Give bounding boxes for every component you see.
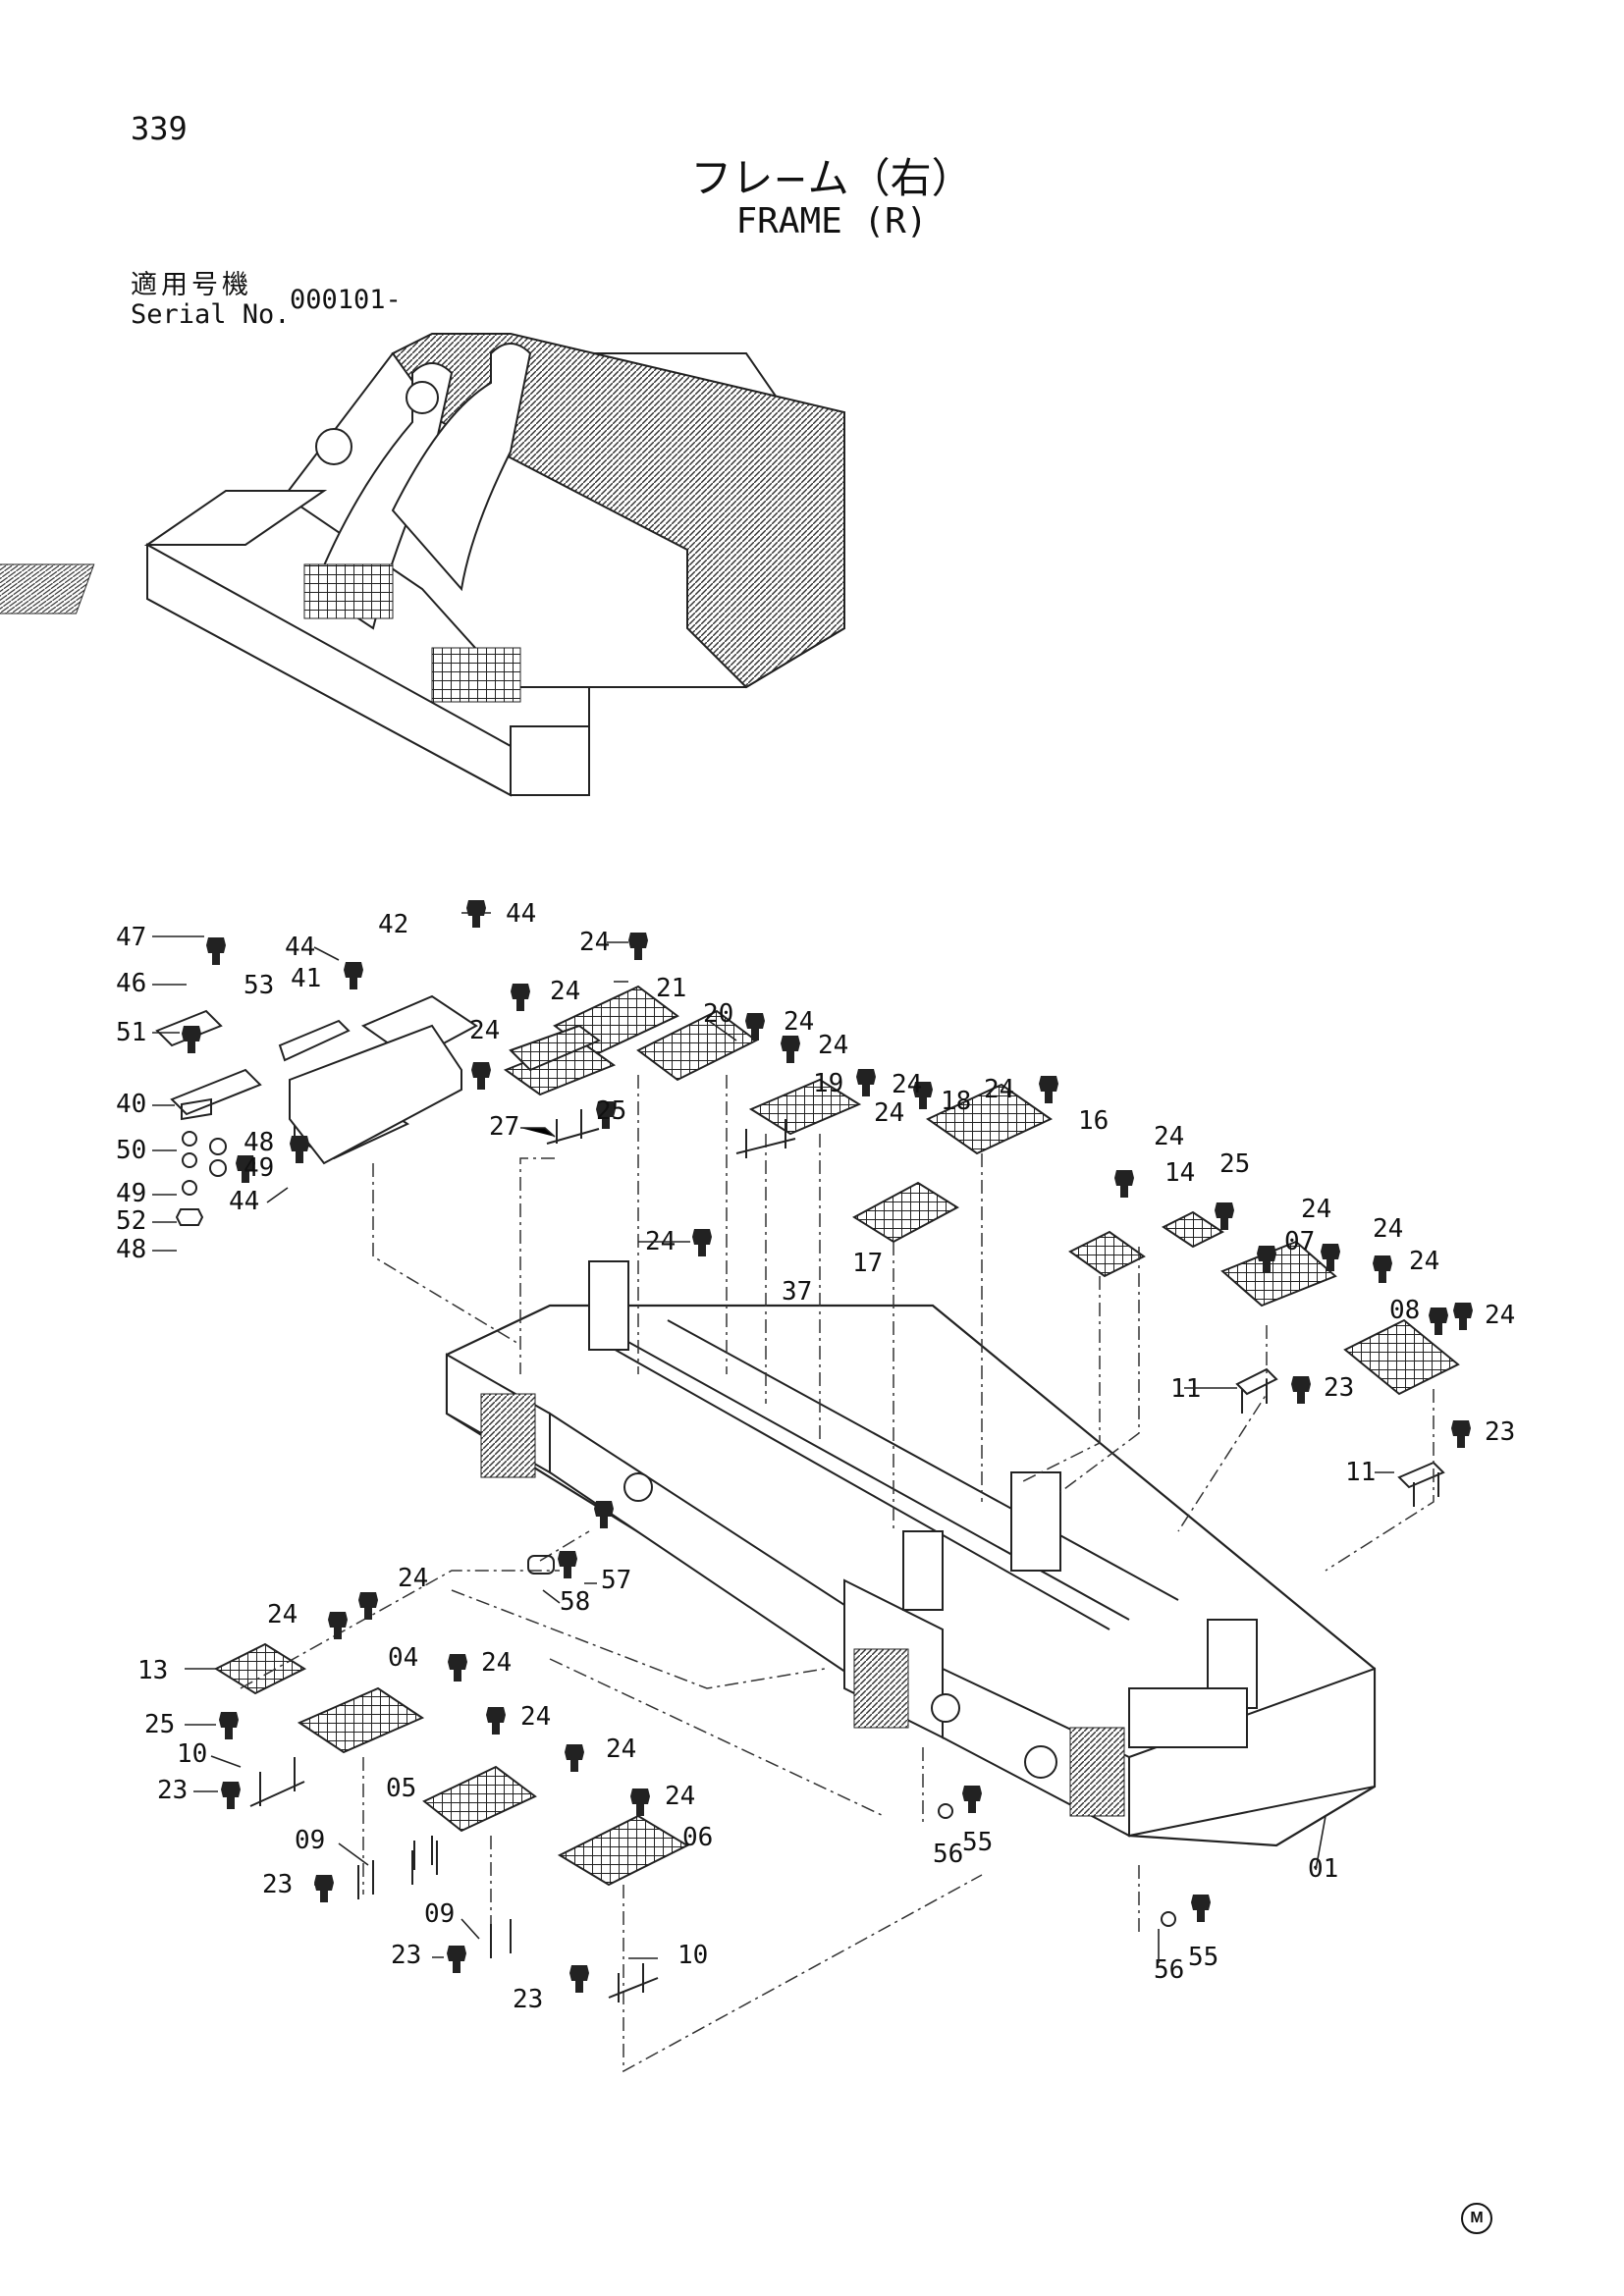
callout-10: 10 [177,1739,207,1769]
callout-41: 41 [291,964,321,993]
callout-19: 19 [813,1069,843,1098]
callout-23: 23 [157,1776,188,1805]
frame-01 [445,1260,1377,1847]
callout-07: 07 [1284,1227,1315,1256]
callout-10: 10 [677,1941,708,1970]
callout-24: 24 [520,1702,551,1732]
callout-09: 09 [295,1826,325,1855]
callout-58: 58 [560,1587,590,1617]
callout-09: 09 [424,1899,455,1929]
callout-24: 24 [606,1735,636,1764]
leader-lines [152,912,1394,1963]
callout-23: 23 [262,1870,293,1899]
callout-17: 17 [852,1249,883,1278]
callout-23: 23 [1324,1373,1354,1403]
m-mark-symbol: M [1461,2203,1492,2234]
callout-11: 11 [1170,1374,1201,1404]
callout-11: 11 [1345,1458,1376,1487]
callout-24: 24 [398,1564,428,1593]
callout-40: 40 [116,1090,146,1119]
callout-56: 56 [933,1840,963,1869]
callout-20: 20 [703,999,733,1029]
callout-24: 24 [550,977,580,1006]
callout-24: 24 [579,928,610,957]
callout-24: 24 [1154,1122,1184,1151]
callout-24: 24 [984,1075,1014,1104]
assembly-location-lines [240,1075,1435,2073]
page-title-japanese: フレ−ム（右） [690,154,973,202]
callout-24: 24 [892,1070,922,1099]
callout-25: 25 [596,1096,626,1126]
callout-44: 44 [229,1187,259,1216]
callout-23: 23 [391,1941,421,1970]
serial-number-value: 000101- [290,285,402,315]
callout-14: 14 [1164,1158,1195,1188]
callout-24: 24 [784,1007,814,1037]
callout-24: 24 [1373,1214,1403,1244]
callout-50: 50 [116,1136,146,1165]
callout-06: 06 [682,1823,713,1852]
callout-44: 44 [506,899,536,929]
callout-05: 05 [386,1774,416,1803]
callout-23: 23 [1485,1417,1515,1447]
callout-24: 24 [874,1098,904,1128]
callout-44: 44 [285,933,315,962]
callout-13: 13 [137,1656,168,1685]
callout-24: 24 [267,1600,298,1629]
callout-49: 49 [116,1179,146,1208]
callout-24: 24 [1409,1247,1439,1276]
callout-25: 25 [1219,1149,1250,1179]
callout-48: 48 [244,1128,274,1157]
serial-label-english: Serial No. [131,299,291,330]
callout-24: 24 [665,1782,695,1811]
callout-24: 24 [1301,1195,1331,1224]
callout-04: 04 [388,1643,418,1673]
page-title-english: FRAME (R) [735,201,928,241]
callout-27: 27 [489,1112,519,1142]
callout-47: 47 [116,923,146,952]
callout-21: 21 [656,974,686,1003]
callout-24: 24 [1485,1301,1515,1330]
callout-24: 24 [469,1016,500,1045]
callout-labels: 47 46 51 40 50 49 49 48 52 48 44 44 44 5… [116,899,1515,2014]
callout-52: 52 [116,1206,146,1236]
callout-37: 37 [782,1277,812,1307]
small-hardware [175,1097,1439,2002]
callout-55: 55 [1188,1943,1218,1972]
callout-53: 53 [244,971,274,1000]
callout-18: 18 [941,1087,971,1116]
callout-48: 48 [116,1235,146,1264]
callout-51: 51 [116,1018,146,1047]
frame-overview-illustration [0,333,845,797]
callout-24: 24 [481,1648,512,1678]
callout-42: 42 [378,910,408,939]
callout-16: 16 [1078,1106,1109,1136]
callout-25: 25 [144,1710,175,1739]
serial-label-japanese: 適用号機 [131,270,252,300]
callout-23: 23 [513,1985,543,2014]
callout-01: 01 [1308,1854,1338,1884]
callout-57: 57 [601,1566,631,1595]
callout-24: 24 [818,1031,848,1060]
callout-55: 55 [962,1828,993,1857]
page-number: 339 [131,110,188,147]
callout-46: 46 [116,969,146,998]
callout-08: 08 [1389,1296,1420,1325]
callout-49: 49 [244,1153,274,1183]
